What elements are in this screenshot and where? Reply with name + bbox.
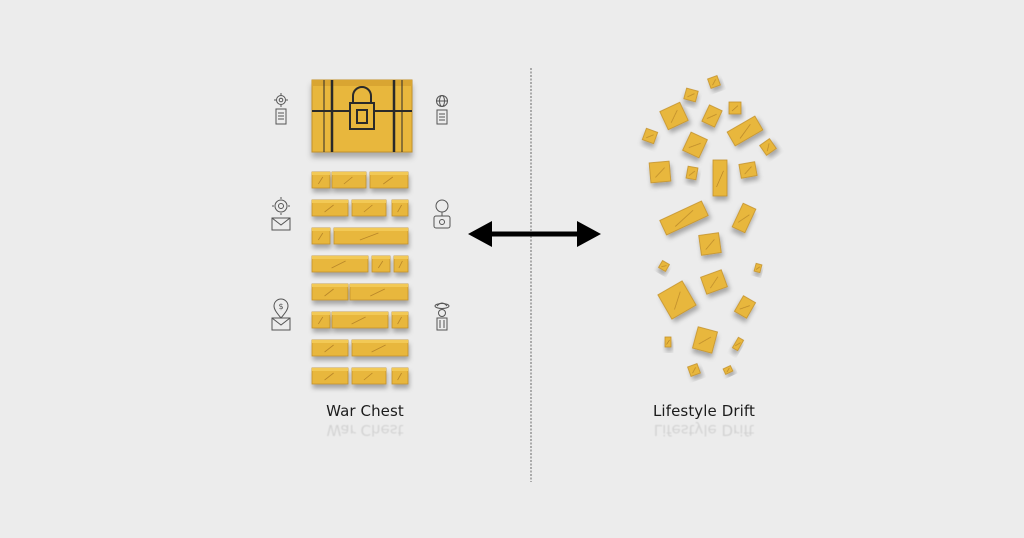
gold-piece bbox=[701, 104, 723, 128]
lock-icon bbox=[349, 86, 375, 130]
gold-bar bbox=[311, 367, 349, 385]
gold-bar bbox=[331, 311, 389, 329]
gold-piece bbox=[759, 138, 777, 156]
gold-bar bbox=[391, 311, 409, 329]
double-arrow-icon bbox=[468, 221, 601, 247]
gold-bar bbox=[391, 367, 409, 385]
gold-bar bbox=[333, 227, 409, 245]
gold-piece bbox=[733, 295, 757, 319]
gold-bar bbox=[351, 339, 409, 357]
bulb-money-icon bbox=[433, 199, 451, 229]
gold-bar bbox=[311, 255, 369, 273]
svg-text:$: $ bbox=[278, 302, 283, 311]
gold-bar bbox=[349, 283, 409, 301]
gold-piece bbox=[657, 259, 671, 273]
gold-piece bbox=[648, 160, 672, 184]
gold-piece bbox=[731, 202, 757, 234]
gold-piece bbox=[700, 269, 728, 295]
gold-bar bbox=[311, 171, 331, 189]
gold-bar bbox=[369, 171, 409, 189]
gold-piece bbox=[731, 336, 745, 352]
gold-piece bbox=[712, 159, 728, 197]
gear-document-icon bbox=[274, 93, 288, 125]
gold-piece bbox=[682, 131, 708, 159]
gold-piece bbox=[664, 336, 672, 348]
gold-piece bbox=[726, 115, 764, 147]
dollar-pin-envelope-icon: $ bbox=[271, 298, 291, 331]
gold-piece bbox=[641, 127, 659, 145]
scattered-gold-pieces bbox=[641, 75, 777, 377]
lifestyle-drift-label: Lifestyle Drift bbox=[652, 402, 756, 420]
war-chest-label-reflection: War Chest bbox=[326, 421, 404, 439]
lifestyle-drift-label-reflection: Lifestyle Drift bbox=[653, 421, 755, 439]
gold-bar bbox=[351, 199, 387, 217]
gold-piece bbox=[683, 87, 699, 103]
gold-piece bbox=[659, 200, 709, 236]
gold-piece bbox=[707, 75, 721, 89]
gold-piece bbox=[738, 161, 758, 179]
gold-piece bbox=[698, 232, 722, 256]
gear-envelope-icon bbox=[271, 197, 291, 231]
gold-bar bbox=[311, 199, 349, 217]
gold-bar bbox=[371, 255, 391, 273]
gold-piece bbox=[728, 101, 742, 115]
gold-bar bbox=[311, 227, 331, 245]
gold-bar bbox=[393, 255, 409, 273]
gold-bar bbox=[351, 367, 387, 385]
gold-bar bbox=[311, 283, 349, 301]
gold-piece bbox=[753, 262, 763, 274]
gold-piece bbox=[692, 326, 718, 354]
gold-bar bbox=[391, 199, 409, 217]
gold-piece bbox=[659, 101, 689, 131]
gold-piece bbox=[657, 280, 697, 320]
gold-bar bbox=[311, 339, 349, 357]
gold-bar-stack bbox=[311, 171, 409, 385]
war-chest: $ bbox=[271, 79, 451, 385]
gold-bar bbox=[311, 311, 331, 329]
gold-piece bbox=[685, 165, 699, 181]
gold-piece bbox=[687, 363, 701, 377]
hat-person-icon bbox=[434, 302, 450, 331]
war-chest-label: War Chest bbox=[326, 402, 404, 420]
gold-piece bbox=[722, 365, 734, 375]
globe-document-icon bbox=[436, 95, 448, 125]
gold-bar bbox=[331, 171, 367, 189]
